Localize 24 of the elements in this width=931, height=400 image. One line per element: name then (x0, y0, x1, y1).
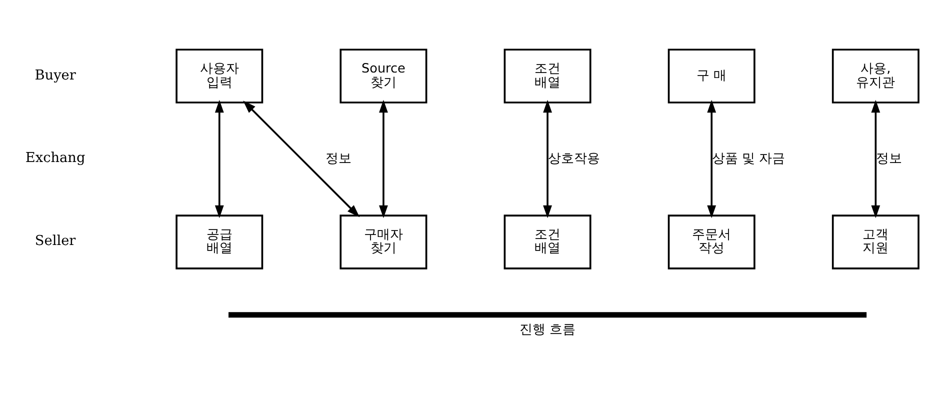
node-box: 공급 배열 (176, 214, 264, 269)
label: Exchang (25, 150, 86, 166)
label: 진행 흐름 (519, 322, 576, 337)
arrow (214, 99, 224, 218)
node-box: 고객 지원 (832, 214, 920, 269)
edge-label: 상품 및 자금 (712, 150, 786, 166)
edge-label: 정보 (876, 150, 902, 166)
arrow (378, 99, 388, 218)
node-box: 조건 배열 (504, 48, 592, 103)
arrow (871, 99, 880, 218)
edge-label: 상호작용 (548, 150, 600, 166)
label: Seller (34, 232, 76, 249)
node-box: 사용, 유지관 (832, 48, 920, 103)
node-box: 조건 배열 (504, 214, 592, 269)
arrow (707, 99, 716, 218)
label: Buyer (34, 66, 76, 83)
edge-label: 정보 (325, 150, 352, 166)
node-box: 구매자 찾기 (340, 214, 428, 269)
arrow (243, 100, 360, 217)
node-box: 사용자 입력 (176, 48, 264, 103)
node-box: 주문서 작성 (668, 214, 756, 269)
node-box: Source 찾기 (340, 48, 428, 103)
arrow (543, 99, 552, 218)
node-box: 구 매 (668, 48, 756, 103)
